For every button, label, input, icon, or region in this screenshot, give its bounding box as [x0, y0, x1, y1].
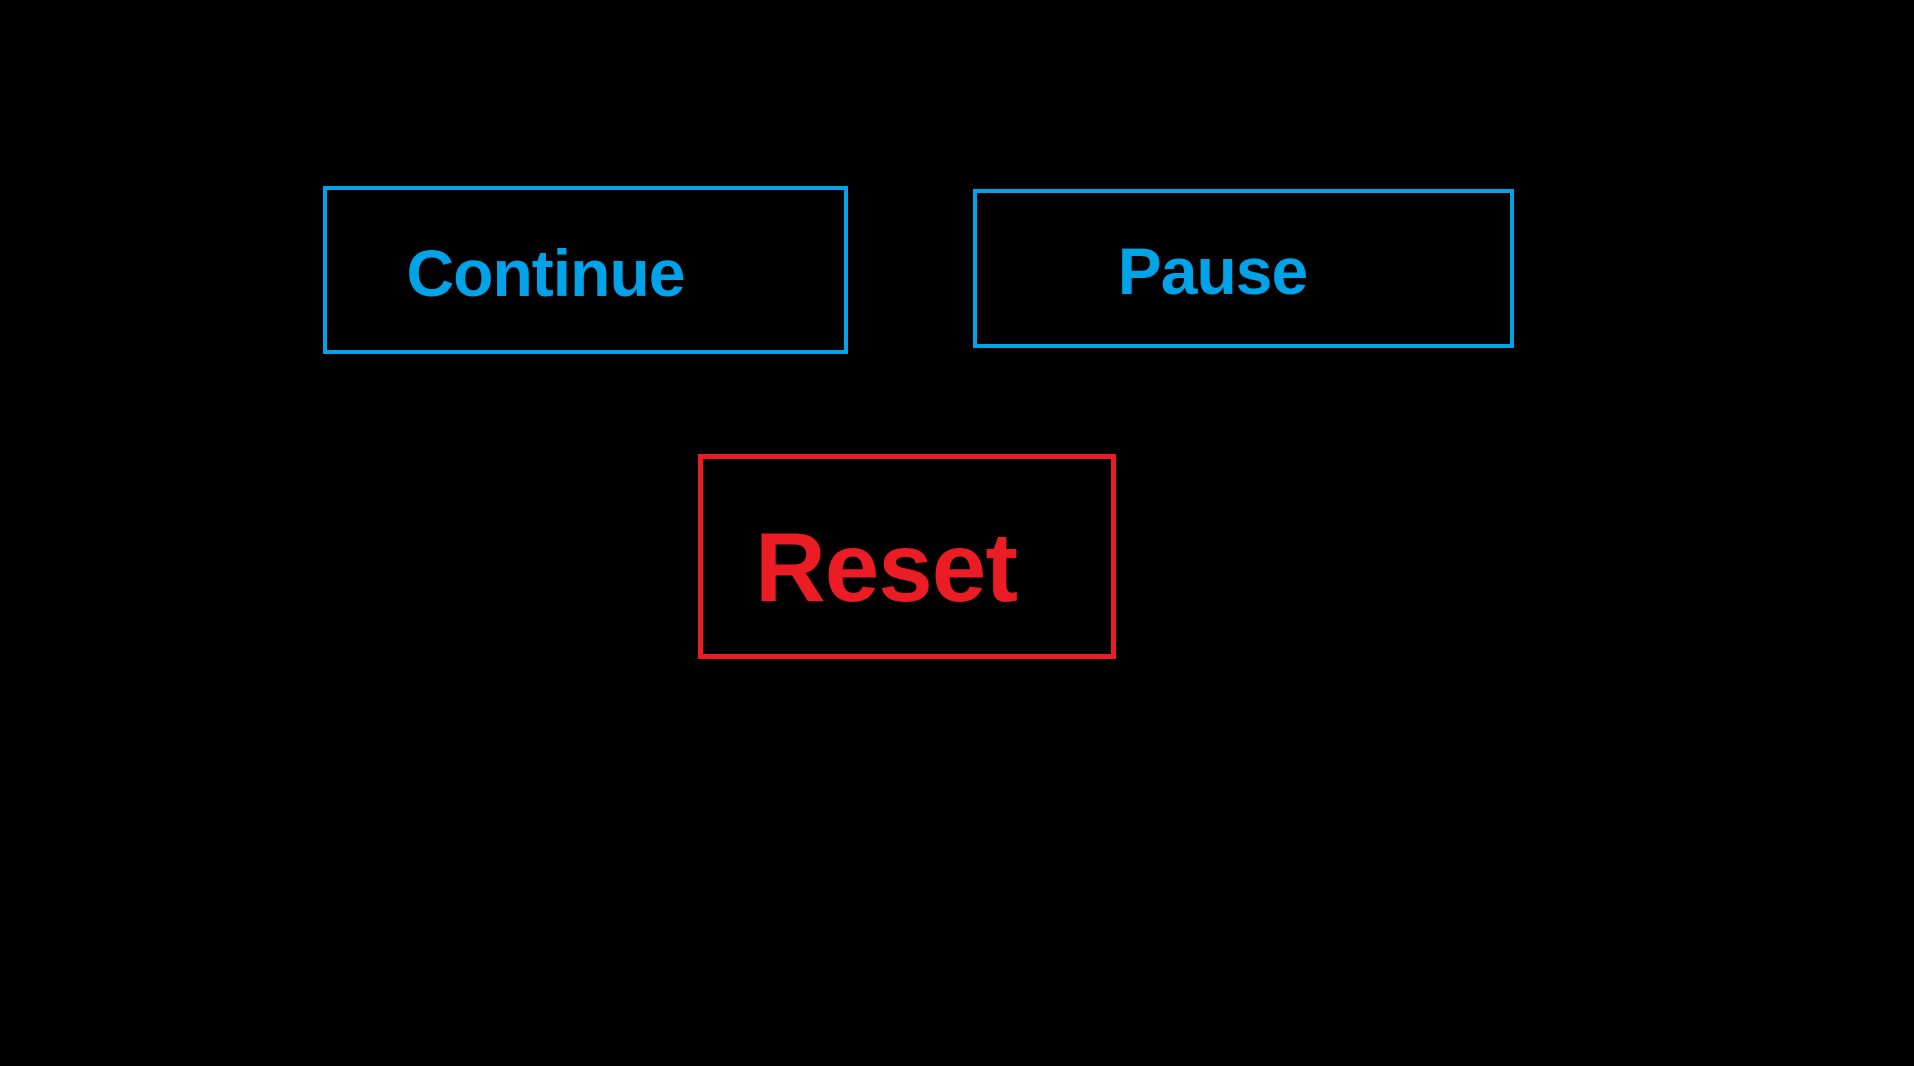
continue-button[interactable]: Continue [323, 186, 848, 354]
pause-button[interactable]: Pause [973, 189, 1514, 348]
continue-button-label: Continue [406, 236, 686, 310]
pause-button-label: Pause [1117, 233, 1308, 308]
reset-button[interactable]: Reset [698, 454, 1116, 659]
reset-button-label: Reset [755, 511, 1018, 622]
